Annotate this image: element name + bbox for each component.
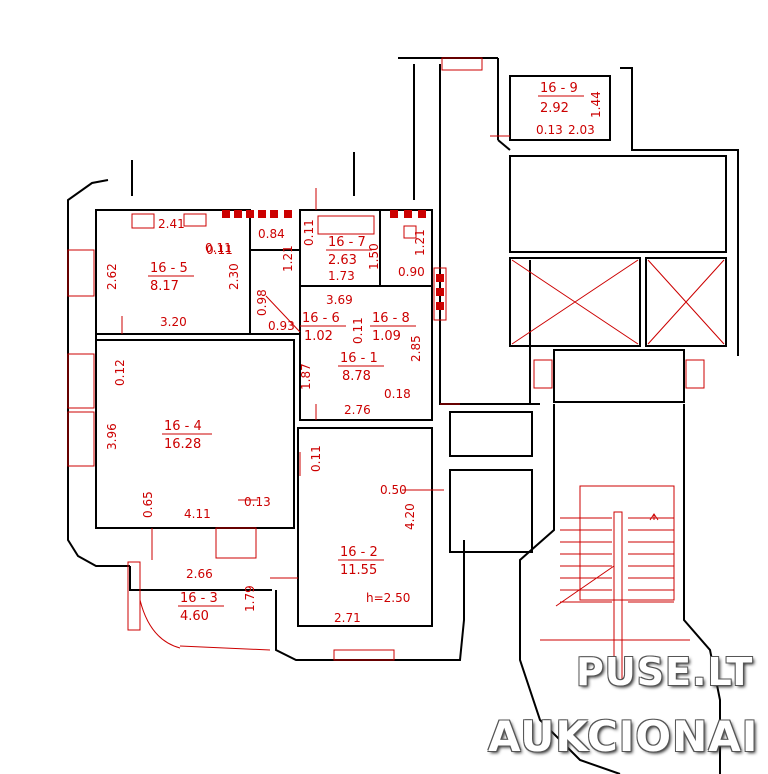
dimension-label: 0.11 — [302, 219, 316, 246]
dimension-label: 2.62 — [105, 263, 119, 290]
dimension-label: 0.11 — [206, 243, 233, 257]
svg-text:1.09: 1.09 — [372, 329, 401, 344]
room-label: 16 - 7 2.63 — [326, 235, 372, 268]
room-label: 16 - 9 2.92 — [538, 81, 584, 116]
dimension-label: 0.84 — [258, 227, 285, 241]
svg-text:8.78: 8.78 — [342, 369, 371, 384]
svg-text:16 - 7: 16 - 7 — [328, 235, 366, 250]
room-label: 16 - 8 1.09 — [370, 311, 416, 344]
svg-text:4.60: 4.60 — [180, 609, 209, 624]
dimension-label: 2.41 — [158, 217, 185, 231]
svg-text:1.02: 1.02 — [304, 329, 333, 344]
svg-text:16 - 4: 16 - 4 — [164, 419, 202, 434]
walls — [67, 57, 739, 774]
dimension-label: 2.76 — [344, 403, 371, 417]
dimension-label: 0.50 — [380, 483, 407, 497]
dimension-label: 0.98 — [255, 289, 269, 316]
room-label: 16 - 5 8.17 — [148, 261, 194, 294]
dimension-label: 1.73 — [328, 269, 355, 283]
svg-text:16 - 3: 16 - 3 — [180, 591, 218, 606]
room-labels: 16 - 9 2.92 16 - 7 2.63 16 - 5 8.17 16 -… — [148, 81, 584, 624]
dimension-label: 4.20 — [403, 503, 417, 530]
dimension-label: 2.30 — [227, 263, 241, 290]
dimension-label: 0.11 — [205, 241, 232, 255]
dimension-label: 1.21 — [281, 245, 295, 272]
dimension-lines — [121, 135, 510, 579]
dimension-label: 2.03 — [568, 123, 595, 137]
room-label: 16 - 4 16.28 — [162, 419, 212, 452]
dimension-label: 2.66 — [186, 567, 213, 581]
svg-text:2.63: 2.63 — [328, 253, 357, 268]
dimension-label: 1.50 — [367, 243, 381, 270]
svg-text:16.28: 16.28 — [164, 437, 201, 452]
room-label: 16 - 2 11.55 — [338, 545, 384, 578]
watermark-line-2: AUKCIONAI — [488, 712, 759, 761]
height-label: h=2.50 — [366, 591, 410, 605]
fixtures — [131, 213, 447, 321]
dimension-label: 3.96 — [105, 423, 119, 450]
svg-text:16 - 1: 16 - 1 — [340, 351, 378, 366]
svg-text:16 - 8: 16 - 8 — [372, 311, 410, 326]
room-label: 16 - 1 8.78 — [338, 351, 384, 384]
svg-text:2.92: 2.92 — [540, 101, 569, 116]
svg-text:16 - 5: 16 - 5 — [150, 261, 188, 276]
dimension-label: 2.71 — [334, 611, 361, 625]
dimension-label: 0.11 — [351, 317, 365, 344]
dimension-label: 0.65 — [141, 491, 155, 518]
vents — [222, 210, 444, 310]
windows — [67, 57, 705, 661]
room-label: 16 - 6 1.02 — [300, 311, 346, 344]
dimension-label: 1.44 — [589, 91, 603, 118]
dimension-label: 0.90 — [398, 265, 425, 279]
dimension-label: 1.79 — [243, 585, 257, 612]
dimension-label: 1.21 — [413, 229, 427, 256]
dimension-label: 0.18 — [384, 387, 411, 401]
dimension-label: 4.11 — [184, 507, 211, 521]
svg-text:11.55: 11.55 — [340, 563, 377, 578]
svg-text:16 - 6: 16 - 6 — [302, 311, 340, 326]
dimension-label: 0.13 — [244, 495, 271, 509]
room-label: 16 - 3 4.60 — [178, 591, 224, 624]
dimension-label: 0.13 — [536, 123, 563, 137]
svg-text:8.17: 8.17 — [150, 279, 179, 294]
dimension-label: 2.85 — [409, 335, 423, 362]
dimension-label: 1.87 — [299, 363, 313, 390]
dimension-label: 0.93 — [268, 319, 295, 333]
dimension-label: 3.20 — [160, 315, 187, 329]
dimension-label: 3.69 — [326, 293, 353, 307]
svg-text:16 - 2: 16 - 2 — [340, 545, 378, 560]
svg-text:16 - 9: 16 - 9 — [540, 81, 578, 96]
dimension-labels: 1.44 0.13 2.03 2.41 0.84 0.11 1.21 0.11 … — [105, 91, 603, 625]
watermark-line-1: PUSE.LT — [576, 650, 754, 694]
dimension-label: 0.12 — [113, 359, 127, 386]
staircase — [540, 485, 690, 683]
lift-shafts — [511, 259, 725, 345]
dimension-label: 0.11 — [309, 445, 323, 472]
